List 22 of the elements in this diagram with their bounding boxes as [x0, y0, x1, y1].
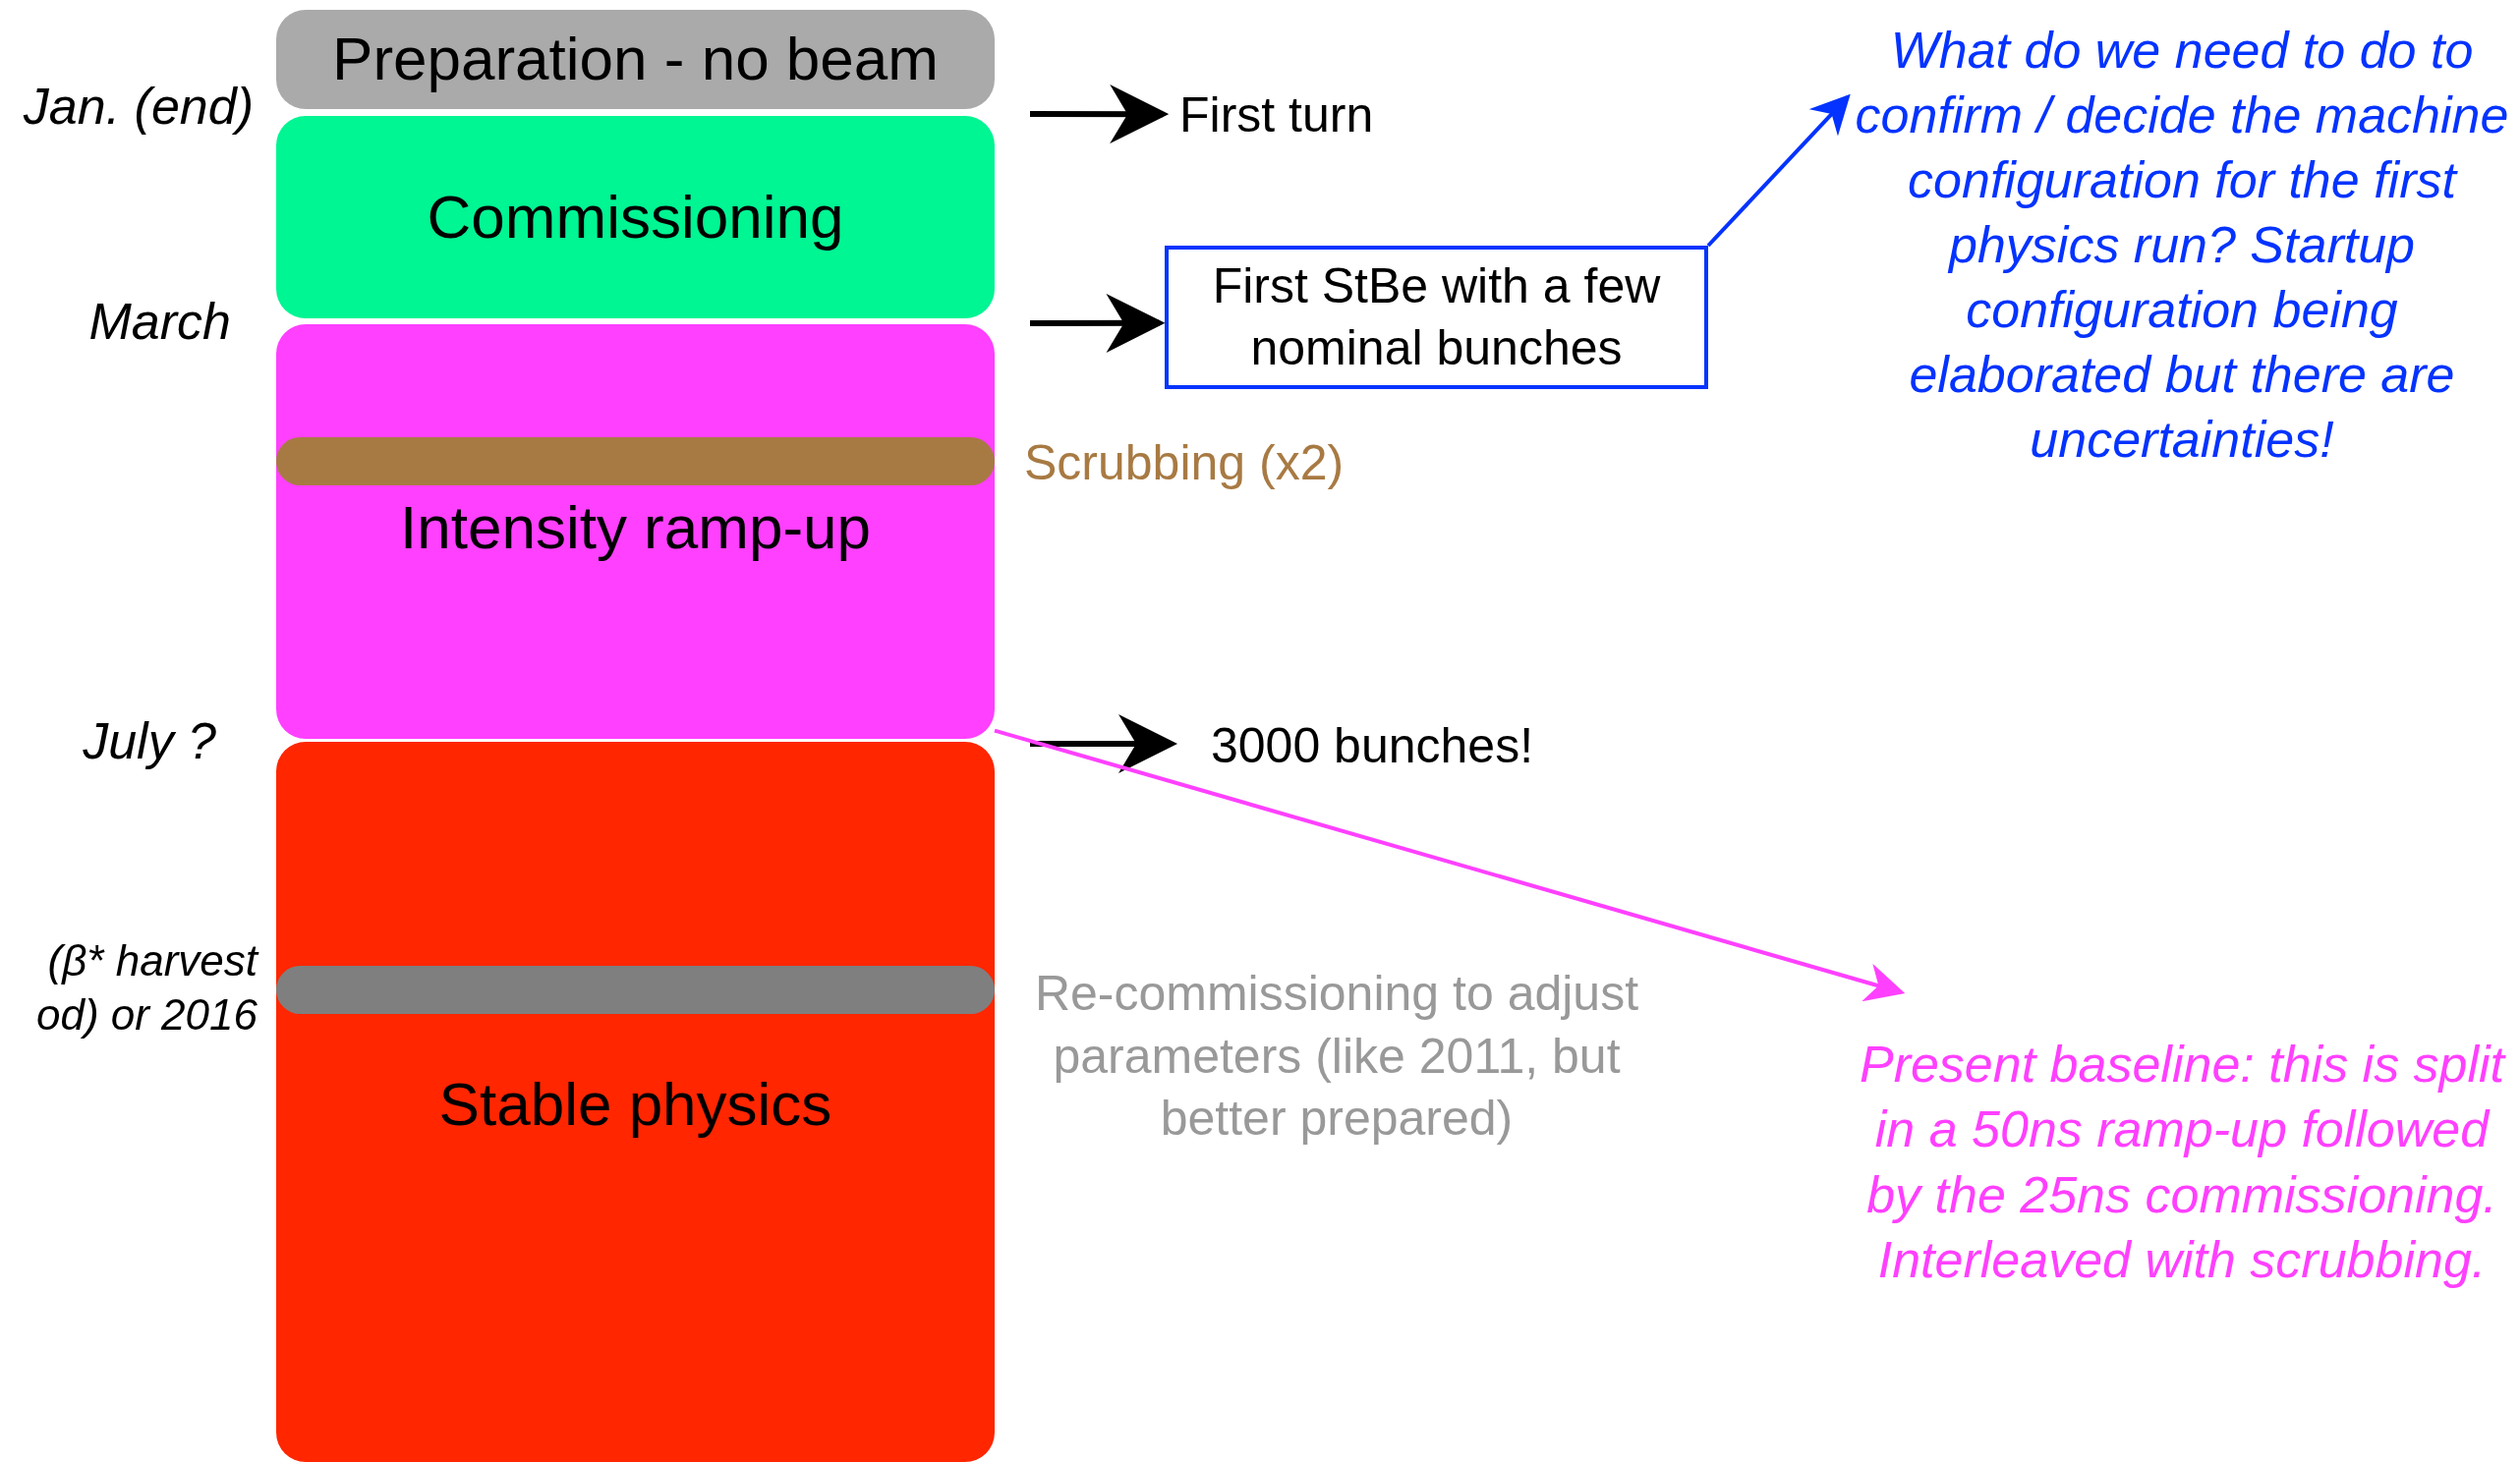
milestone-box: First StBe with a few nominal bunches: [1165, 246, 1708, 389]
question-note: What do we need to do to confirm / decide the machine configuration for the first physics run? Startup configuration being elaborated but there are uncertainties!: [1848, 14, 2516, 476]
arrow: [1030, 293, 1166, 353]
arrow: [1030, 84, 1170, 144]
phase-bar: Commissioning: [276, 116, 995, 318]
arrow: [1030, 714, 1177, 773]
arrow: [1706, 93, 1851, 248]
scrubbing-band: [276, 437, 995, 485]
baseline-note: Present baseline: this is split in a 50ns ramp-up followed by the 25ns commissioning. Interleaved with scrubbing.: [1848, 992, 2516, 1331]
milestone-text: 3000 bunches!: [1211, 717, 1604, 776]
phase-bar: Stable physics: [276, 742, 995, 1462]
date-label: Jan. (end): [22, 77, 254, 137]
phase-bar: Preparation - no beam: [276, 10, 995, 109]
phase-bar: Intensity ramp-up: [276, 324, 995, 739]
arrow: [994, 728, 1906, 1002]
side-note: Re-commissioning to adjust parameters (like 2011, but better prepared): [1033, 965, 1640, 1148]
period-label: (β* harvest od) or 2016: [34, 935, 258, 1040]
band-caption: Scrubbing (x2): [1024, 434, 1346, 492]
recommissioning-band: [276, 966, 995, 1014]
milestone-text: First turn: [1179, 86, 1415, 145]
date-label: March: [87, 292, 231, 352]
date-label: July ?: [82, 711, 216, 771]
